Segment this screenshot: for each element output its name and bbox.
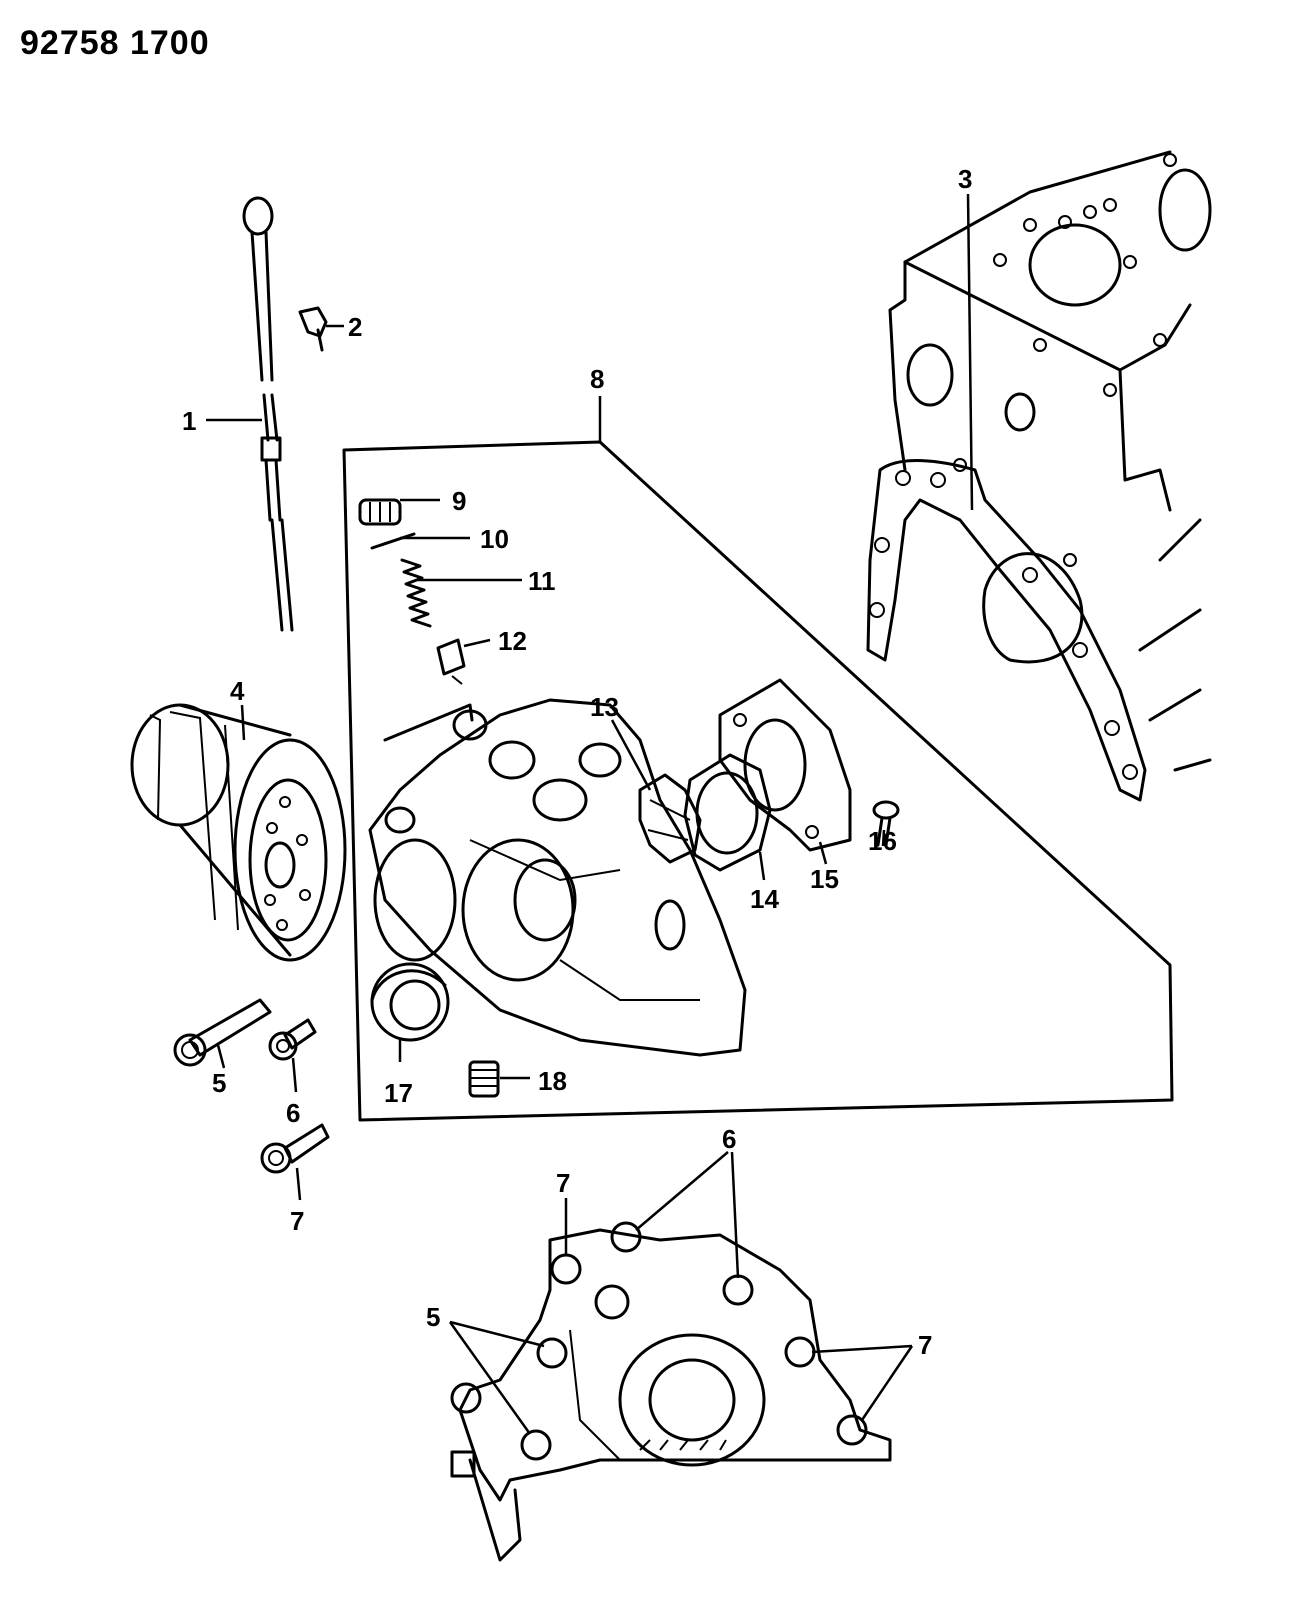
leader-15 — [818, 841, 828, 865]
leader-12 — [463, 638, 491, 648]
callout-11: 11 — [528, 566, 556, 596]
callout-4: 4 — [230, 676, 245, 706]
leader-16 — [881, 829, 886, 847]
leader-5-bottom-a — [449, 1320, 545, 1348]
outer-rotor-part — [683, 753, 772, 872]
leader-3 — [966, 193, 974, 511]
callout-13: 13 — [590, 692, 619, 722]
callout-1: 1 — [182, 406, 196, 436]
leader-6 — [291, 1057, 298, 1093]
bolt-6-part — [268, 1018, 317, 1061]
document-number: 92758 1700 — [20, 24, 210, 62]
front-case-gasket-part — [866, 459, 1147, 802]
oil-filter-part — [130, 703, 347, 962]
callout-9: 9 — [452, 486, 466, 516]
callout-3: 3 — [958, 164, 972, 194]
leader-6-bottom-a — [635, 1151, 729, 1231]
leader-6-bottom-b — [730, 1151, 740, 1279]
callout-5: 5 — [212, 1068, 226, 1098]
assembly-boundary — [342, 440, 1174, 1122]
leader-14 — [758, 851, 766, 881]
callout-6-bottom: 6 — [722, 1124, 736, 1154]
callout-17: 17 — [384, 1078, 413, 1108]
callout-18: 18 — [538, 1066, 567, 1096]
engine-block-part — [888, 150, 1212, 772]
bolt-location-5b — [520, 1429, 552, 1461]
leader-4 — [240, 704, 246, 741]
callout-6: 6 — [286, 1098, 300, 1128]
bolt-location-6a — [610, 1221, 642, 1253]
dipstick-part — [242, 196, 294, 632]
drain-plug-part — [468, 1060, 500, 1098]
pump-cover-part — [718, 678, 852, 852]
bolt-location-7b — [784, 1336, 816, 1368]
callout-14: 14 — [750, 884, 779, 914]
gasket-washer-part — [370, 532, 416, 550]
leader-7-right-a — [811, 1344, 913, 1354]
callout-16: 16 — [868, 826, 897, 856]
leader-13 — [610, 719, 652, 791]
callout-7: 7 — [290, 1206, 304, 1236]
callout-12: 12 — [498, 626, 527, 656]
callout-7-bottom: 7 — [556, 1168, 570, 1198]
bolt-location-7a — [550, 1253, 582, 1285]
relief-spring-part — [400, 558, 432, 628]
bolt-7-part — [260, 1123, 330, 1174]
relief-plug-part — [358, 498, 402, 526]
bolt-5-part — [173, 998, 272, 1067]
leader-7 — [295, 1167, 302, 1201]
callout-8: 8 — [590, 364, 604, 394]
callout-5-bottom: 5 — [426, 1302, 440, 1332]
bolt-location-6b — [722, 1274, 754, 1306]
leader-7-right-b — [860, 1345, 914, 1421]
bolt-location-5a — [536, 1337, 568, 1369]
front-case-bolt-view — [450, 1228, 892, 1562]
cover-screw-part — [872, 800, 900, 847]
callout-15: 15 — [810, 864, 839, 894]
leader-5-bottom-b — [448, 1321, 532, 1435]
callout-2: 2 — [348, 312, 362, 342]
oil-seal-part — [370, 962, 450, 1042]
callout-7-right: 7 — [918, 1330, 932, 1360]
leader-5 — [216, 1044, 226, 1069]
front-case-part — [368, 698, 747, 1057]
bolt-location-7c — [836, 1414, 868, 1446]
clip-part — [298, 306, 328, 352]
callout-10: 10 — [480, 524, 509, 554]
relief-plunger-part — [436, 638, 466, 685]
